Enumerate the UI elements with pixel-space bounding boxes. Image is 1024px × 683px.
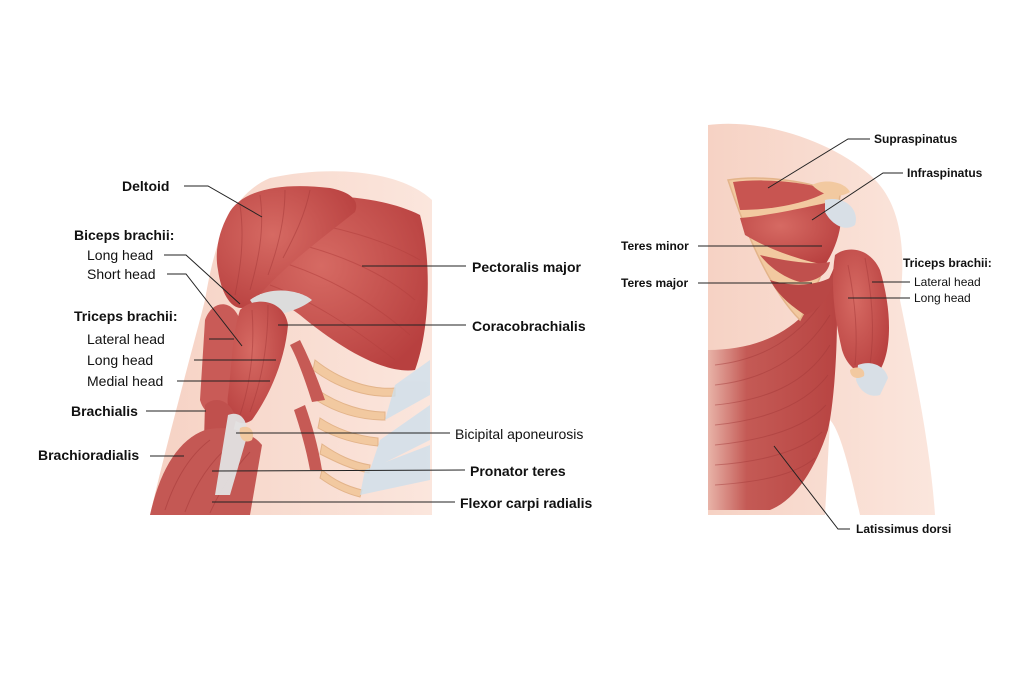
- bicipital-aponeurosis-tendon: [215, 413, 247, 495]
- front-view: [150, 171, 432, 515]
- label-back-triceps-long-head: Long head: [914, 291, 971, 305]
- back-view: [708, 123, 935, 515]
- label-back-triceps-heading: Triceps brachii:: [903, 256, 992, 270]
- label-pectoralis-major: Pectoralis major: [472, 259, 581, 275]
- triceps-back-fibers: [847, 257, 873, 366]
- elbow-tendon-back: [856, 363, 888, 396]
- label-triceps-long-head: Long head: [87, 352, 154, 368]
- ribs: [312, 359, 396, 498]
- label-deltoid: Deltoid: [122, 178, 170, 194]
- label-biceps-long-head: Long head: [87, 247, 154, 263]
- label-pronator-teres: Pronator teres: [470, 463, 566, 479]
- label-brachialis: Brachialis: [71, 403, 138, 419]
- acromion-bone: [812, 181, 850, 196]
- biceps-muscle: [227, 301, 288, 424]
- label-bicipital-aponeurosis: Bicipital aponeurosis: [455, 426, 584, 442]
- label-biceps-short-head: Short head: [87, 266, 156, 282]
- label-biceps-heading: Biceps brachii:: [74, 227, 175, 243]
- teres-major-muscle: [770, 275, 835, 315]
- deltoid-muscle: [216, 186, 357, 309]
- label-coracobrachialis: Coracobrachialis: [472, 318, 586, 334]
- label-teres-minor: Teres minor: [621, 239, 689, 253]
- infraspinatus-muscle: [740, 200, 842, 265]
- biceps-fibers: [239, 304, 269, 416]
- leader-lines: [146, 138, 910, 530]
- label-infraspinatus: Infraspinatus: [907, 166, 983, 180]
- olecranon-bone: [850, 367, 865, 378]
- deltoid-fibers: [234, 189, 311, 296]
- label-triceps-medial-head: Medial head: [87, 373, 164, 389]
- serratus-digits: [290, 340, 325, 470]
- label-triceps-heading: Triceps brachii:: [74, 308, 178, 324]
- label-teres-major: Teres major: [621, 276, 689, 290]
- elbow-bone: [239, 426, 254, 442]
- latissimus-dorsi-muscle: [708, 265, 838, 510]
- label-back-triceps-lateral-head: Lateral head: [914, 275, 981, 289]
- label-supraspinatus: Supraspinatus: [874, 132, 958, 146]
- triceps-back-muscle: [832, 249, 889, 374]
- label-flexor-carpi-radialis: Flexor carpi radialis: [460, 495, 593, 511]
- label-latissimus-dorsi: Latissimus dorsi: [856, 522, 952, 536]
- supraspinatus-muscle: [733, 180, 830, 210]
- label-brachioradialis: Brachioradialis: [38, 447, 140, 463]
- label-triceps-lateral-head: Lateral head: [87, 331, 165, 347]
- teres-minor-muscle: [760, 255, 830, 282]
